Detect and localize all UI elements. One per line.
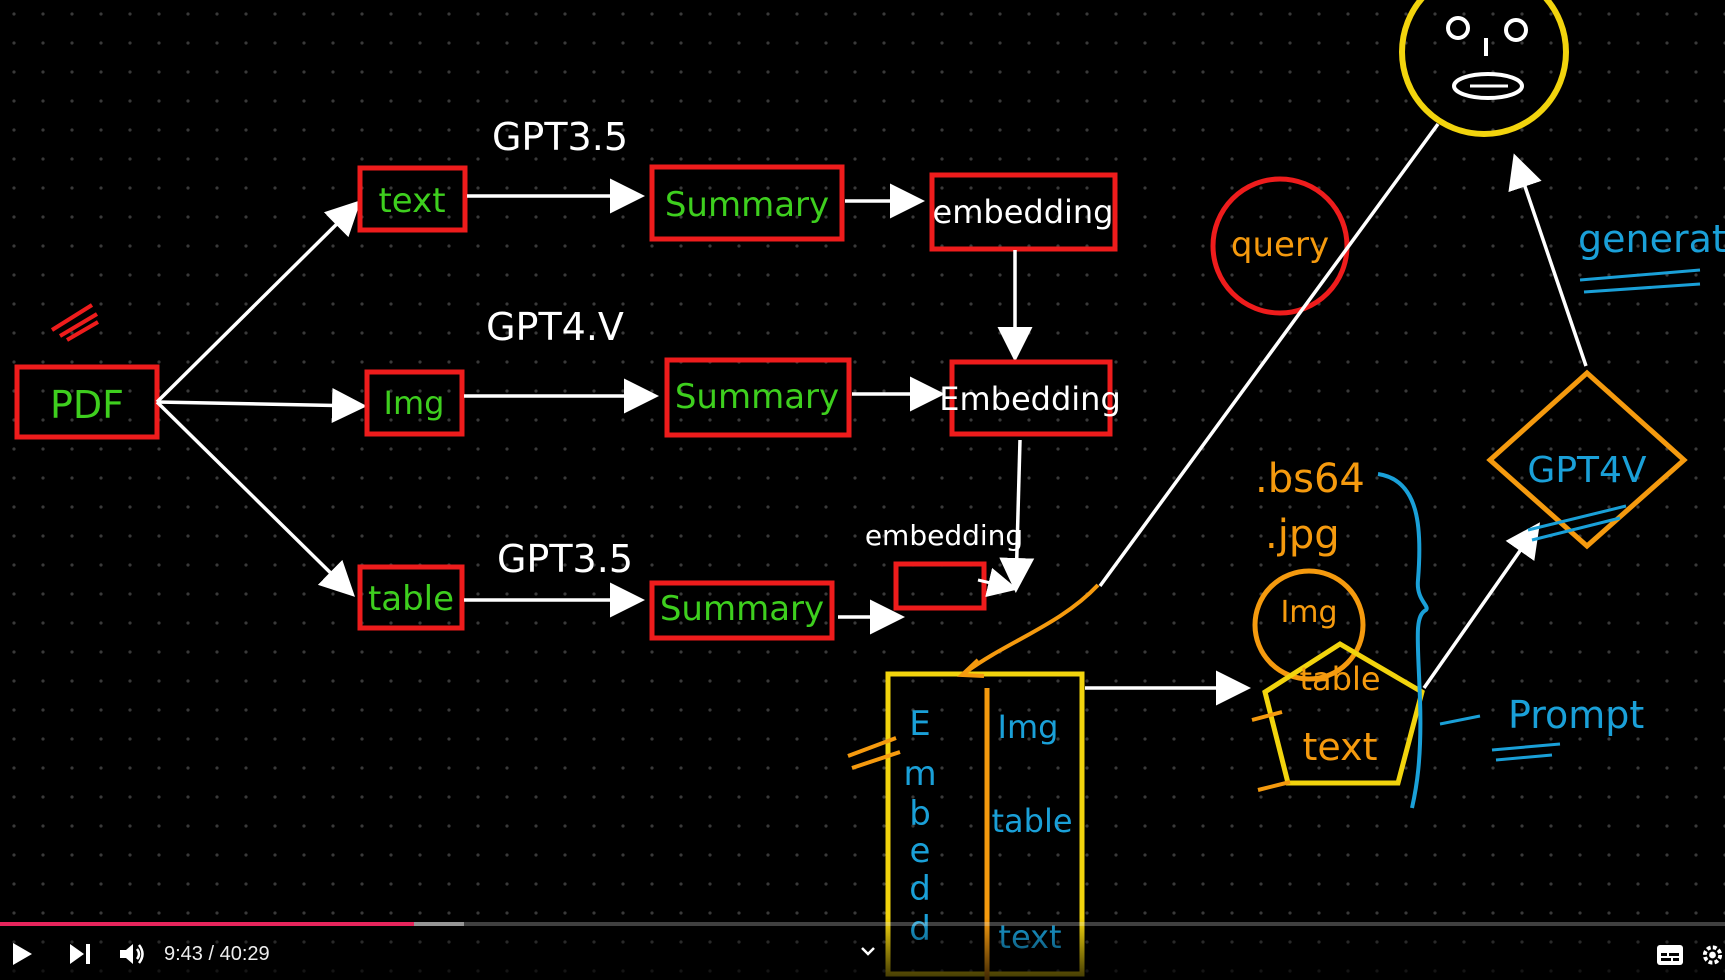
- store-letter-1: E: [909, 704, 930, 744]
- img-box: [364, 369, 465, 437]
- store-letter-4: e: [910, 831, 931, 871]
- summary-label-1: Summary: [665, 185, 829, 225]
- table-box: [357, 564, 465, 631]
- summary-box-1: [649, 164, 845, 242]
- embedding-box-3: [893, 561, 987, 611]
- img-label: Img: [384, 384, 445, 422]
- summary-label-2: Summary: [675, 377, 839, 417]
- blue-brace: [1377, 472, 1429, 809]
- text-box: [357, 165, 468, 233]
- next-button[interactable]: [60, 938, 100, 970]
- orange-scribble: [847, 736, 901, 770]
- embedding-label-1: embedding: [933, 193, 1114, 231]
- summary-label-3: Summary: [660, 589, 824, 629]
- img-circle: [1252, 568, 1366, 682]
- prompt-label: Prompt: [1508, 693, 1644, 737]
- gpt4v-label: GPT4V: [1527, 450, 1647, 491]
- play-icon: [13, 943, 32, 965]
- progress-bar[interactable]: [0, 922, 1725, 926]
- pdf-label: PDF: [50, 383, 124, 427]
- arrow-pdf-text: [155, 200, 361, 404]
- arrow-pdf-img: [156, 387, 367, 423]
- prompt-dash: [1439, 714, 1481, 726]
- model-label-2: GPT4.V: [486, 305, 624, 349]
- embedding-box-2: [949, 359, 1113, 437]
- smiley-face: [1399, 0, 1569, 137]
- arrow-gpt4v-face: [1508, 153, 1588, 367]
- subtitles-icon: [1657, 945, 1683, 965]
- red-scribble: [50, 303, 100, 342]
- skip-next-icon: [70, 944, 90, 964]
- gpt4v-underline: [1527, 504, 1627, 542]
- gear-icon: [1702, 945, 1723, 965]
- store-letter-2: m: [903, 754, 936, 794]
- orange-retrieval-stroke: [964, 583, 1100, 674]
- prompt-underline: [1491, 742, 1561, 762]
- store-letter-3: b: [909, 794, 931, 834]
- chapter-dropdown[interactable]: [856, 940, 880, 962]
- settings-button[interactable]: [1700, 940, 1725, 970]
- filetype-jpg: .jpg: [1265, 512, 1340, 558]
- query-label: query: [1231, 225, 1329, 265]
- model-label-1: GPT3.5: [492, 115, 628, 159]
- generating-label: generating: [1578, 217, 1725, 261]
- store-letter-5: d: [909, 869, 931, 909]
- chevron-down-icon: [861, 947, 875, 956]
- volume-icon: [120, 944, 144, 964]
- context-pentagon: [1262, 641, 1425, 786]
- pentagon-scribbles: [1251, 710, 1291, 792]
- text-label: text: [378, 181, 445, 221]
- pentagon-table: table: [1299, 660, 1380, 698]
- model-label-3: GPT3.5: [497, 537, 633, 581]
- gpt4v-diamond: [1486, 369, 1688, 550]
- arrow-emb2-store: [999, 439, 1035, 593]
- generating-underline: [1579, 268, 1701, 294]
- embedding-box-1: [929, 172, 1118, 252]
- arrow-pdf-table: [155, 400, 355, 597]
- summary-box-3: [649, 580, 835, 641]
- store-item-img: Img: [998, 708, 1059, 746]
- filetype-b64: .bs64: [1255, 456, 1365, 502]
- arrow-pentagon-gpt4v: [1422, 522, 1541, 690]
- store-item-table: table: [991, 802, 1072, 840]
- orange-arrowhead: [957, 658, 985, 678]
- volume-button[interactable]: [112, 938, 152, 970]
- time-display: 9:43 / 40:29: [164, 942, 270, 965]
- embedding-label-2: Embedding: [939, 380, 1121, 418]
- table-label: table: [368, 579, 454, 619]
- line-face-store: [1098, 122, 1440, 588]
- img-circle-label: Img: [1280, 595, 1337, 630]
- play-button[interactable]: [2, 938, 42, 970]
- summary-box-2: [664, 357, 852, 438]
- progress-played: [0, 922, 414, 926]
- subtitles-button[interactable]: [1652, 940, 1688, 970]
- embedding-label-3: embedding: [865, 519, 1023, 552]
- pentagon-text: text: [1303, 725, 1378, 769]
- arrow-emb3-store: [977, 567, 1018, 598]
